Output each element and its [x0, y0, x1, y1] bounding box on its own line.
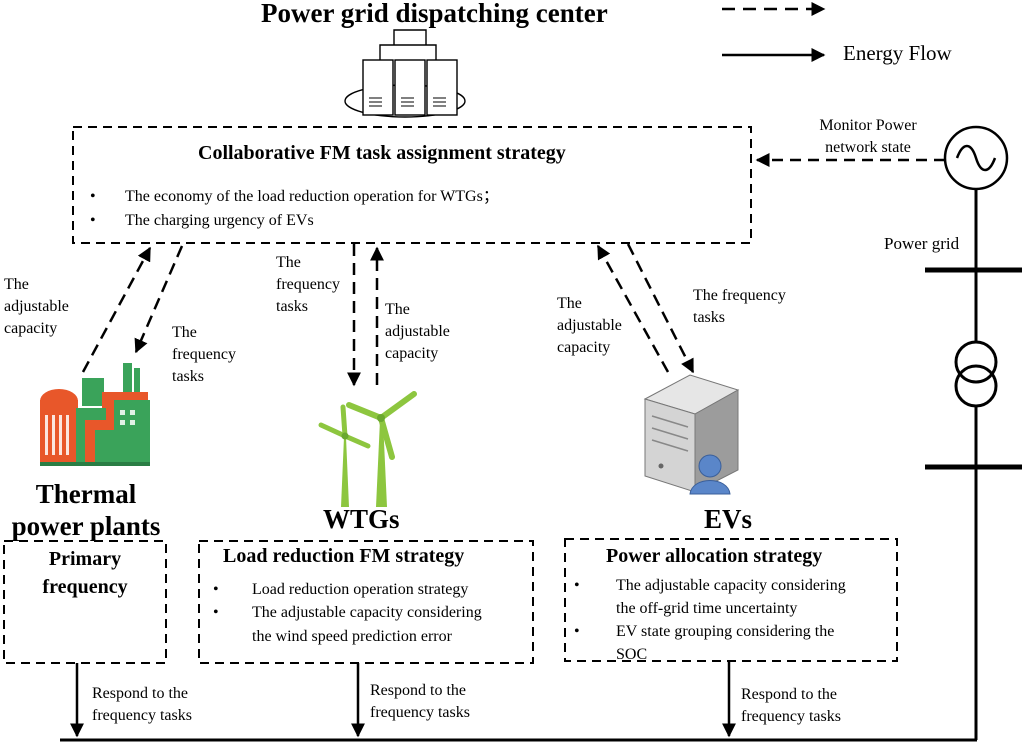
load-title: Load reduction FM strategy: [223, 545, 465, 567]
label-thermal-capacity: The adjustable capacity: [4, 276, 69, 337]
thermal-task-arrow: [134, 245, 184, 354]
load-reduction-box: [198, 540, 534, 664]
strategy-box: [72, 126, 752, 244]
bullet-icon: •: [90, 212, 96, 229]
label-wtg-tasks: The frequency tasks: [276, 254, 340, 315]
power-grid-label: Power grid: [884, 234, 960, 253]
legend: [722, 2, 826, 62]
load-bullet-2: • The adjustable capacity considering: [213, 602, 523, 624]
ac-source-icon: [943, 125, 1009, 191]
wtgs-title: WTGs: [323, 504, 400, 534]
thermal-title: Thermal power plants: [11, 479, 161, 541]
ev-capacity-arrow: [596, 244, 670, 373]
bullet-icon: •: [574, 577, 580, 594]
load-bullet-2-cont: the wind speed prediction error: [252, 628, 452, 645]
ev-task-arrow: [626, 243, 695, 374]
power-bullet-1-cont: the off-grid time uncertainty: [616, 600, 798, 617]
load-bullet-1: • Load reduction operation strategy: [213, 579, 523, 601]
legend-solid-label: Energy Flow: [843, 41, 952, 65]
primary-frequency-box: [3, 540, 167, 664]
thermal-plant-icon: [40, 363, 150, 466]
thermal-capacity-arrow: [81, 246, 152, 373]
power-bullet-1: • The adjustable capacity considering: [574, 575, 892, 597]
evs-title: EVs: [704, 504, 753, 534]
label-wtg-capacity: The adjustable capacity: [385, 301, 450, 362]
server-cluster-icon: [344, 29, 466, 118]
strategy-title: Collaborative FM task assignment strateg…: [198, 142, 566, 164]
strategy-bullet-2: • The charging urgency of EVs: [90, 210, 690, 232]
power-bullet-2-cont: SOC: [616, 646, 648, 663]
label-ev-capacity: The adjustable capacity: [557, 295, 622, 356]
respond-label-thermal: Respond to the frequency tasks: [92, 685, 192, 724]
respond-label-wtg: Respond to the frequency tasks: [370, 682, 470, 721]
bullet-icon: •: [90, 188, 96, 205]
bullet-icon: •: [213, 581, 219, 598]
label-ev-tasks: The frequency tasks: [693, 287, 786, 326]
label-thermal-tasks: The frequency tasks: [172, 324, 236, 385]
monitor-label: Monitor Power network state: [819, 117, 917, 156]
power-allocation-box: [564, 538, 898, 662]
ev-server-icon: [643, 374, 740, 495]
power-title: Power allocation strategy: [606, 545, 823, 567]
primary-title: Primary frequency: [42, 548, 128, 598]
page-title: Power grid dispatching center: [261, 0, 608, 28]
bullet-icon: •: [574, 623, 580, 640]
respond-label-ev: Respond to the frequency tasks: [741, 686, 841, 725]
transformer-icon: [954, 340, 998, 408]
wind-turbine-icon: [318, 391, 417, 507]
strategy-bullet-1: • The economy of the load reduction oper…: [90, 186, 690, 208]
power-bullet-2: • EV state grouping considering the: [574, 621, 892, 643]
bullet-icon: •: [213, 604, 219, 621]
